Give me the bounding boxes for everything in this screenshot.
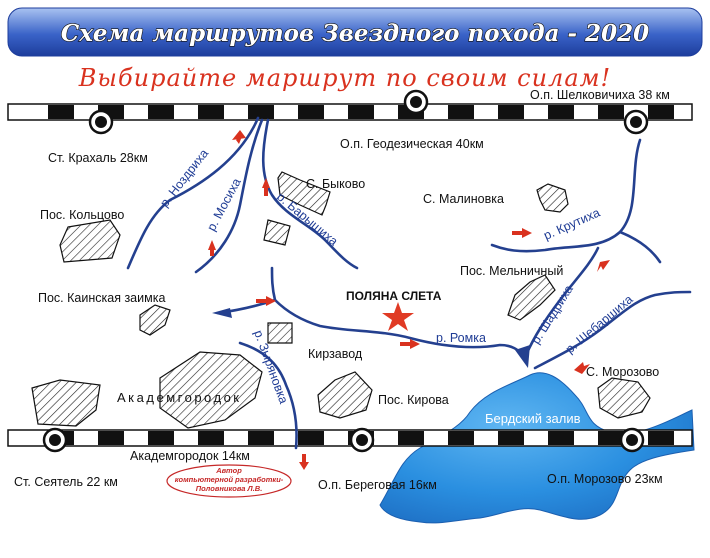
label-river-mosikha: р. Мосиха — [204, 176, 243, 234]
river-baryshikha — [261, 118, 359, 270]
settlement-bykovo — [277, 171, 331, 216]
arrow-icon — [256, 296, 276, 306]
map-subtitle: Выбирайте маршрут по своим силам! — [78, 64, 611, 92]
author-line1: Автор — [215, 466, 242, 475]
river-shadrikha — [524, 246, 600, 357]
rail-tie — [498, 431, 524, 445]
arrow-icon — [512, 228, 532, 238]
bay-label: Бердский залив — [485, 411, 581, 426]
settlement-melnichny — [507, 274, 556, 321]
author-credit: Автор компьютерной разработки- Половнико… — [166, 464, 292, 498]
rail-tie — [298, 431, 324, 445]
label-river-nozdrikha: р. Ноздриха — [157, 146, 211, 209]
berdsky-bay — [379, 372, 695, 524]
label-bykovo: С. Быково — [306, 177, 365, 191]
rail-tie — [298, 105, 324, 119]
rail-tie — [548, 105, 574, 119]
station-beregovaya: О.п. Береговая 16км — [318, 478, 437, 492]
river-krutikha — [490, 138, 642, 253]
rail-tie — [148, 105, 174, 119]
settlement-akademgorodok — [159, 351, 263, 429]
station-morozovo: О.п. Морозово 23км — [547, 472, 663, 486]
label-river-romka: р. Ромка — [436, 331, 486, 345]
route-arrows — [208, 130, 610, 470]
rail-tie — [198, 431, 224, 445]
rail-tie — [648, 431, 674, 445]
label-melnichny: Пос. Мельничный — [460, 264, 563, 278]
river-krutikha-branch — [618, 230, 662, 264]
river-confluence — [515, 345, 530, 368]
station-marker-dot — [630, 116, 642, 128]
label-akademgorodok: Академгородок — [117, 390, 242, 405]
arrow-icon — [208, 240, 216, 256]
river-nozdrikha — [126, 116, 260, 270]
meeting-point-star — [382, 302, 414, 331]
author-line3: Половникова Л.В. — [196, 484, 263, 493]
station-akademgorodok: Академгородок 14км — [130, 449, 250, 463]
station-marker-dot — [356, 434, 368, 446]
station-marker-dot — [410, 96, 422, 108]
arrow-icon — [400, 339, 420, 349]
rail-tie — [498, 105, 524, 119]
title-banner: Схема маршрутов Звездного похода - 2020 — [7, 7, 703, 57]
rail-tie — [98, 431, 124, 445]
rail-tie — [198, 105, 224, 119]
arrow-icon — [262, 178, 270, 196]
station-marker-dot — [626, 434, 638, 446]
arrow-icon — [299, 454, 309, 470]
rail-tie — [248, 431, 274, 445]
river-mosikha — [194, 118, 264, 274]
label-koltsovo: Пос. Кольцово — [40, 208, 124, 222]
rail-tie — [598, 105, 624, 119]
river-romka-north — [270, 266, 277, 302]
river-shebarshikha — [533, 290, 692, 370]
arrow-icon — [574, 362, 590, 374]
settlement-morozovo — [597, 377, 651, 419]
station-marker-dot — [95, 116, 107, 128]
rail-tie — [398, 431, 424, 445]
rail-tie — [548, 431, 574, 445]
settlement-akadem-west — [31, 379, 101, 427]
label-kainskaya: Пос. Каинская заимка — [38, 291, 165, 305]
arrow-icon — [597, 260, 610, 272]
label-kirzavod: Кирзавод — [308, 347, 363, 361]
rail-tie — [348, 105, 374, 119]
label-malinovka: С. Малиновка — [423, 192, 504, 206]
map-title: Схема маршрутов Звездного похода - 2020 — [61, 20, 649, 47]
settlement-koltsovo — [59, 219, 121, 263]
river-zyryanovka — [238, 341, 298, 450]
settlement-kirzavod — [267, 322, 293, 344]
station-markers — [42, 89, 649, 453]
station-marker-dot — [49, 434, 61, 446]
label-river-shebarshikha: р. Шебаршиха — [563, 292, 636, 356]
settlement-kainskaya — [139, 304, 171, 336]
arrow-icon — [232, 130, 246, 144]
rail-tie — [648, 105, 674, 119]
station-krakhal: Ст. Крахаль 28км — [48, 151, 148, 165]
settlement-kirova — [317, 371, 373, 419]
rail-tie — [598, 431, 624, 445]
station-geodezicheskaya: О.п. Геодезическая 40км — [340, 137, 484, 151]
label-morozovo: С. Морозово — [586, 365, 659, 379]
station-shelkovichikha: О.п. Шелковичиха 38 км — [530, 88, 670, 102]
rail-tie — [448, 105, 474, 119]
rail-tie — [248, 105, 274, 119]
meeting-point-label: ПОЛЯНА СЛЕТА — [346, 289, 442, 303]
rail-tie — [148, 431, 174, 445]
river-romka-mouth — [212, 308, 232, 318]
station-seyatel: Ст. Сеятель 22 км — [14, 475, 118, 489]
rail-tie — [48, 105, 74, 119]
rail-tie — [448, 431, 474, 445]
label-kirova: Пос. Кирова — [378, 393, 449, 407]
author-line2: компьютерной разработки- — [175, 475, 284, 484]
settlement-bykovo-2 — [263, 219, 291, 246]
settlement-malinovka — [536, 183, 569, 213]
